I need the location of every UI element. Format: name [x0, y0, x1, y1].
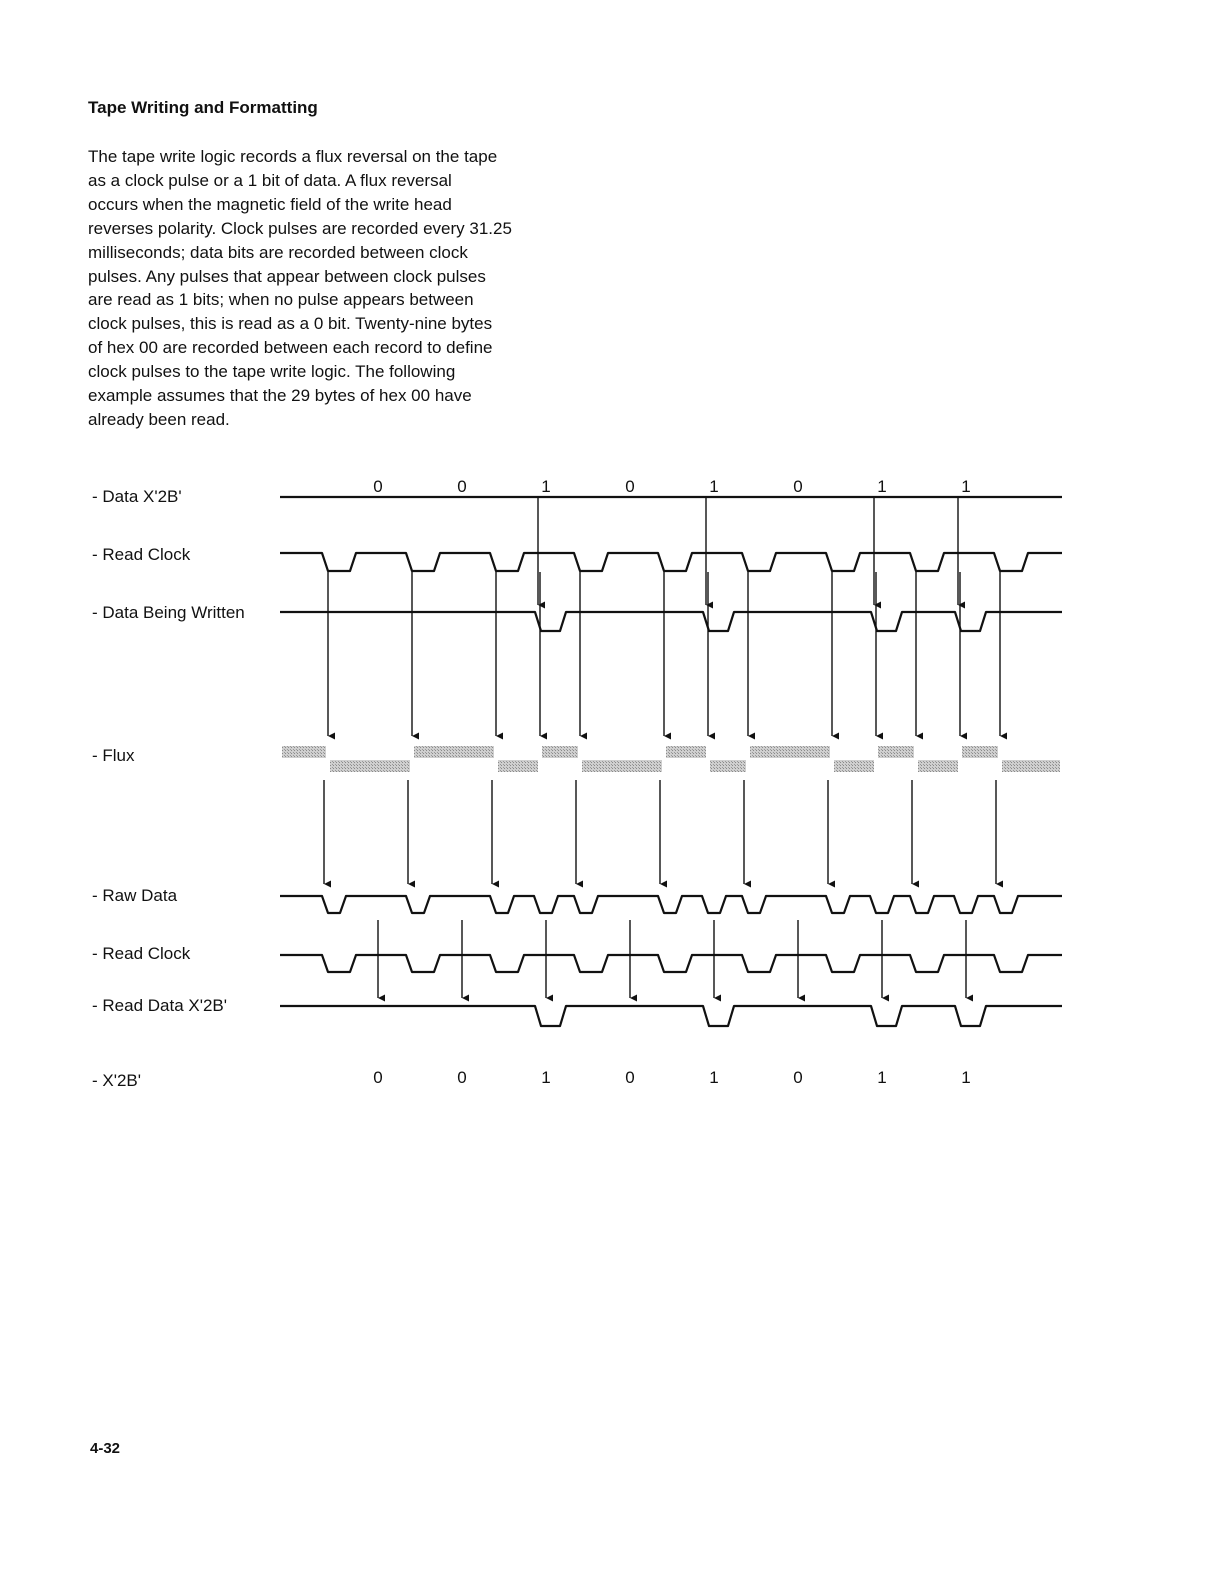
- label-read-clock-2: - Read Clock: [92, 944, 191, 963]
- data-being-written-wave: [280, 610, 1062, 633]
- flux-segment: [1002, 760, 1060, 772]
- data-bit-label: 0: [457, 477, 466, 496]
- result-bit-label: 0: [373, 1068, 382, 1087]
- label-read-data: - Read Data X'2B': [92, 996, 228, 1015]
- data-bit-label: 0: [793, 477, 802, 496]
- read-clock-1-wave: [280, 551, 1062, 573]
- result-bit-label: 1: [961, 1068, 970, 1087]
- result-bit-label: 0: [625, 1068, 634, 1087]
- flux-segment: [582, 760, 662, 772]
- data-bit-label: 1: [961, 477, 970, 496]
- result-bit-label: 0: [457, 1068, 466, 1087]
- data-bit-label: 0: [373, 477, 382, 496]
- label-flux: - Flux: [92, 746, 135, 765]
- page-number: 4-32: [90, 1440, 121, 1457]
- flux-segment: [878, 746, 914, 758]
- read-data-wave: [280, 1004, 1062, 1028]
- data-bit-label: 1: [541, 477, 550, 496]
- body-paragraph: The tape write logic records a flux reve…: [88, 147, 512, 429]
- flux-segment: [330, 760, 410, 772]
- label-data-being-written: - Data Being Written: [92, 603, 245, 622]
- data-bit-label: 1: [877, 477, 886, 496]
- flux-segment: [498, 760, 538, 772]
- flux-segment: [282, 746, 326, 758]
- data-bit-label: 1: [709, 477, 718, 496]
- flux-segment: [414, 746, 494, 758]
- flux-segment: [710, 760, 746, 772]
- flux-segment: [666, 746, 706, 758]
- flux-segment: [962, 746, 998, 758]
- result-bit-label: 0: [793, 1068, 802, 1087]
- flux-segment: [542, 746, 578, 758]
- raw-data-wave: [280, 894, 1062, 915]
- result-bit-label: 1: [709, 1068, 718, 1087]
- flux-segment: [918, 760, 958, 772]
- label-data: - Data X'2B': [92, 487, 182, 506]
- read-clock-2-wave: [280, 953, 1062, 974]
- page-heading: Tape Writing and Formatting: [88, 98, 318, 117]
- label-result: - X'2B': [92, 1071, 142, 1090]
- label-read-clock-1: - Read Clock: [92, 545, 191, 564]
- label-raw-data: - Raw Data: [92, 886, 178, 905]
- flux-segment: [834, 760, 874, 772]
- result-bit-label: 1: [541, 1068, 550, 1087]
- data-bit-label: 0: [625, 477, 634, 496]
- result-bit-label: 1: [877, 1068, 886, 1087]
- flux-segment: [750, 746, 830, 758]
